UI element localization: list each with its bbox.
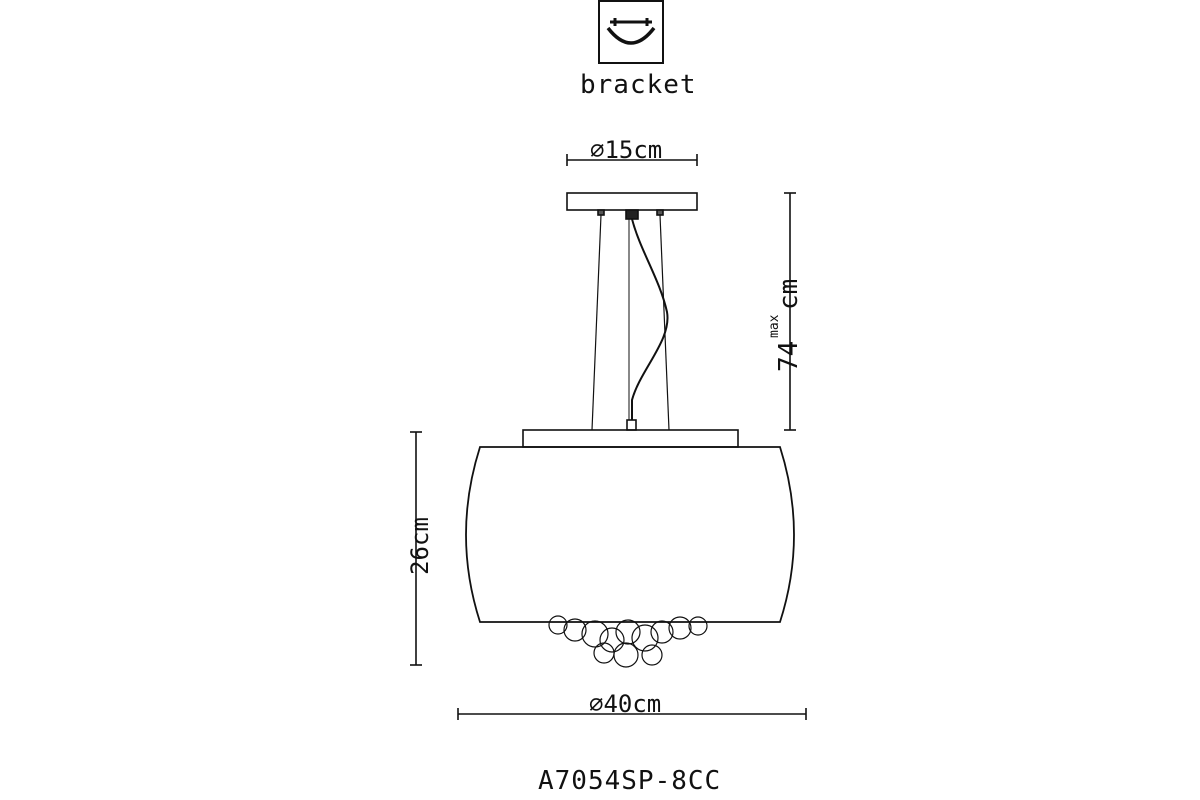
model-number: A7054SP-8CC xyxy=(538,766,722,796)
crystal-drops xyxy=(548,615,708,668)
canopy-diameter-label: ⌀15cm xyxy=(590,136,663,164)
canopy xyxy=(566,192,698,211)
drop-length-label: 74 max cm xyxy=(767,262,808,372)
drop-qualifier: max xyxy=(767,314,782,338)
cord-connector xyxy=(626,419,637,431)
drop-value: 74 xyxy=(774,340,804,372)
height-dimension-line xyxy=(410,431,422,666)
shade-diameter-label: ⌀40cm xyxy=(589,690,662,718)
suspension-wires xyxy=(591,214,670,431)
canopy-dimension-line xyxy=(566,154,698,166)
canopy-screw-right xyxy=(656,209,664,216)
bracket-mount-icon xyxy=(598,0,664,64)
shade-diameter-dimension-line xyxy=(457,708,807,720)
bracket-label: bracket xyxy=(580,70,697,100)
power-cord xyxy=(631,218,669,420)
canopy-screw-left xyxy=(597,209,605,216)
shade-top-plate xyxy=(522,429,739,448)
cable-gland xyxy=(625,209,639,220)
glass-shade xyxy=(465,446,795,623)
shade-height-label: 26cm xyxy=(406,517,434,575)
drop-unit: cm xyxy=(774,278,804,310)
drop-dimension-line xyxy=(784,192,796,431)
